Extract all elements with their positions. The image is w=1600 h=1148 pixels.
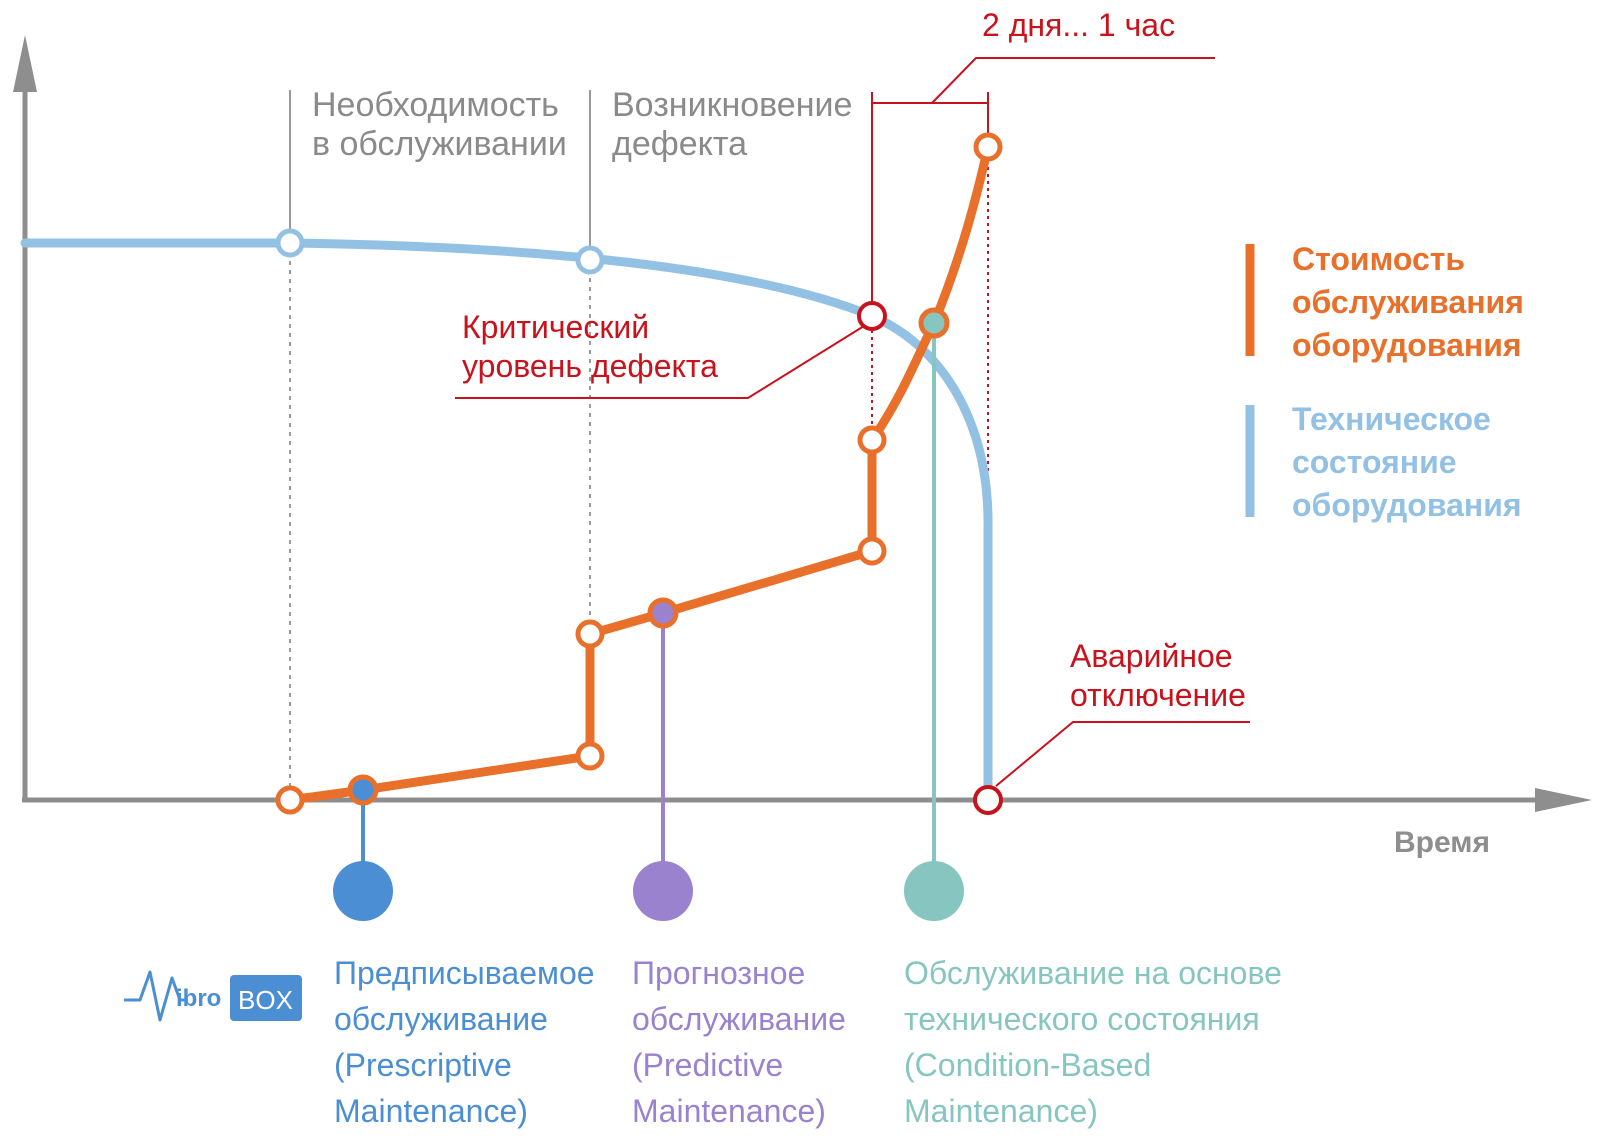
logo-text-ibro: ibro — [176, 985, 221, 1012]
state-node-defect-onset — [575, 245, 605, 275]
cost-node-start — [275, 785, 305, 815]
cost-node-end — [973, 132, 1003, 162]
method-labels: Предписываемое обслуживание (Prescriptiv… — [334, 955, 1282, 1129]
predictive-label-line1: Прогнозное — [632, 955, 805, 991]
milestone-markers: Необходимость в обслуживании Возникновен… — [289, 86, 852, 800]
emergency-shutdown-leader — [995, 721, 1250, 787]
technical-state-curve — [20, 238, 993, 805]
emergency-shutdown-label-line1: Аварийное — [1070, 638, 1233, 674]
condition-based-label-line1: Обслуживание на основе — [904, 955, 1282, 991]
cost-node-step2-bottom — [857, 536, 887, 566]
critical-window: 2 дня... 1 час Критический уровень дефек… — [455, 7, 1250, 790]
condition-based-label-line4: Maintenance) — [904, 1093, 1098, 1129]
legend-state-line2: состояние — [1292, 444, 1457, 480]
predictive-label-line4: Maintenance) — [632, 1093, 826, 1129]
logo-box — [230, 975, 302, 1021]
cost-node-step1-top — [575, 619, 605, 649]
state-node-failure — [973, 785, 1003, 815]
state-node-critical — [857, 301, 887, 331]
prescriptive-label-line1: Предписываемое — [334, 955, 595, 991]
condition-based-label-line2: технического состояния — [904, 1001, 1260, 1037]
curve-nodes — [275, 132, 1003, 815]
legend-state-line1: Техническое — [1292, 401, 1491, 437]
critical-level-leader — [455, 325, 865, 399]
x-axis-arrow — [1535, 788, 1592, 812]
legend: Стоимость обслуживания оборудования Техн… — [1245, 241, 1524, 523]
cost-node-predictive — [647, 597, 679, 629]
legend-cost-line2: обслуживания — [1292, 284, 1524, 320]
predictive-label-line3: (Predictive — [632, 1047, 783, 1083]
defect-onset-label-line2: дефекта — [612, 125, 747, 163]
logo-wave-icon — [124, 970, 188, 1022]
legend-state-line3: оборудования — [1292, 487, 1522, 523]
critical-level-label-line1: Критический — [462, 309, 649, 345]
defect-onset-label-line1: Возникновение — [612, 86, 852, 124]
strategy-stems — [333, 323, 964, 921]
cost-node-prescriptive — [347, 774, 379, 806]
y-axis-arrow — [13, 35, 37, 92]
prescriptive-label-line2: обслуживание — [334, 1001, 548, 1037]
condition-based-marker — [904, 861, 964, 921]
vibrobox-logo: ibro BOX — [124, 970, 302, 1022]
state-node-need-service — [275, 228, 305, 258]
legend-cost-line3: оборудования — [1292, 327, 1522, 363]
prescriptive-label-line4: Maintenance) — [334, 1093, 528, 1129]
predictive-marker — [633, 861, 693, 921]
time-window-leader — [931, 57, 1215, 104]
cost-node-condition-based — [918, 307, 950, 339]
emergency-shutdown-label-line2: отключение — [1070, 677, 1246, 713]
need-service-label-line1: Необходимость — [312, 86, 559, 124]
prescriptive-label-line3: (Prescriptive — [334, 1047, 512, 1083]
cost-node-step2-top — [857, 425, 887, 455]
condition-based-label-line3: (Condition-Based — [904, 1047, 1151, 1083]
critical-level-label-line2: уровень дефекта — [462, 348, 718, 384]
cost-node-step1-bottom — [575, 741, 605, 771]
x-axis-label: Время — [1394, 826, 1490, 859]
logo-text-box: BOX — [238, 985, 293, 1015]
legend-cost-line1: Стоимость — [1292, 241, 1465, 277]
time-window-label: 2 дня... 1 час — [982, 7, 1175, 43]
need-service-label-line2: в обслуживании — [312, 125, 567, 163]
prescriptive-marker — [333, 861, 393, 921]
predictive-label-line2: обслуживание — [632, 1001, 846, 1037]
